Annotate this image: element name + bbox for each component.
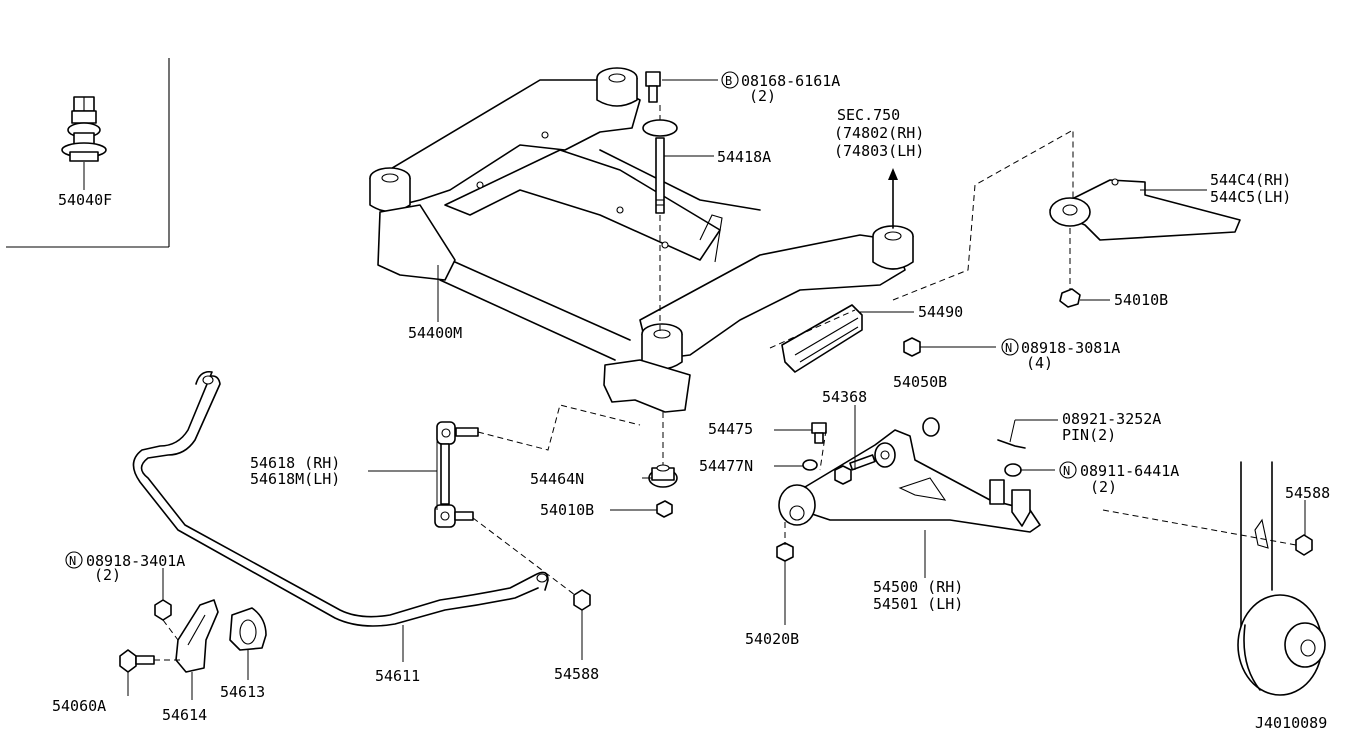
circled-prefix-bolt: B xyxy=(721,71,739,89)
bolt-54475-icon xyxy=(811,422,827,444)
label-clamp: 54614 xyxy=(162,706,207,724)
label-nut-54588-bottom: 54588 xyxy=(554,665,599,683)
label-nut-3401-qty: (2) xyxy=(94,566,121,584)
label-nut-54010b-bottom: 54010B xyxy=(540,501,594,519)
label-sec-lh: (74803(LH) xyxy=(834,142,924,160)
label-bolt-qty: (2) xyxy=(749,87,776,105)
bolt-54368-icon xyxy=(834,454,876,485)
label-pin-part: 08921-3252A xyxy=(1062,410,1161,428)
bolt-54060a-icon xyxy=(119,649,155,673)
label-stabilizer: 54611 xyxy=(375,667,420,685)
label-54050b: 54050B xyxy=(893,373,947,391)
inset-part-label: 54040F xyxy=(58,191,112,209)
bushing-icon xyxy=(229,607,267,651)
label-nut-6441: 08911-6441A xyxy=(1080,462,1179,480)
nut-54010b-bottom-icon xyxy=(656,500,673,518)
svg-text:B: B xyxy=(725,74,732,88)
label-pin-desc: PIN(2) xyxy=(1062,426,1116,444)
label-54588-right: 54588 xyxy=(1285,484,1330,502)
label-bracket-rh: 544C4(RH) xyxy=(1210,171,1291,189)
label-nut-54020b: 54020B xyxy=(745,630,799,648)
nut-54020b-icon xyxy=(776,542,794,562)
stabilizer-link-icon xyxy=(434,421,479,528)
diagram-code: J4010089 xyxy=(1255,714,1327,732)
label-nut-3081-qty: (4) xyxy=(1026,354,1053,372)
clamp-icon xyxy=(175,599,219,673)
label-arm-lh: 54501 (LH) xyxy=(873,595,963,613)
label-link-lh: 54618M(LH) xyxy=(250,470,340,488)
label-bolt-54060a: 54060A xyxy=(52,697,106,715)
bracket-icon xyxy=(1049,178,1241,241)
label-arm-rh: 54500 (RH) xyxy=(873,578,963,596)
label-54475: 54475 xyxy=(708,420,753,438)
inset-bolt-icon xyxy=(61,96,107,190)
dashed-connectors xyxy=(154,105,1297,661)
label-link-rh: 54618 (RH) xyxy=(250,454,340,472)
label-sec-rh: (74802(RH) xyxy=(834,124,924,142)
label-nut-3081: 08918-3081A xyxy=(1021,339,1120,357)
label-nut-6441-qty: (2) xyxy=(1090,478,1117,496)
nut-54588-right-icon xyxy=(1295,534,1313,556)
suspension-member-icon xyxy=(369,67,914,413)
washer-54050b-icon xyxy=(922,417,940,437)
label-bracket-lh: 544C5(LH) xyxy=(1210,188,1291,206)
label-nut-54010b-top: 54010B xyxy=(1114,291,1168,309)
label-54464n: 54464N xyxy=(530,470,584,488)
label-54477n: 54477N xyxy=(699,457,753,475)
wheel-hub-icon xyxy=(1237,461,1326,696)
label-nut-3401: 08918-3401A xyxy=(86,552,185,570)
pin-icon xyxy=(997,439,1026,449)
nut-3081-icon xyxy=(903,337,921,357)
lower-arm-icon xyxy=(778,429,1041,533)
circled-prefix-nut-6441: N xyxy=(1059,461,1077,479)
svg-text:N: N xyxy=(1063,464,1070,478)
nut-3401-icon xyxy=(154,599,172,621)
label-bushing: 54613 xyxy=(220,683,265,701)
svg-text:N: N xyxy=(69,554,76,568)
label-cover: 54490 xyxy=(918,303,963,321)
leader-lines xyxy=(127,79,1306,700)
label-member: 54400M xyxy=(408,324,462,342)
label-sec-title: SEC.750 xyxy=(837,106,900,124)
nut-54588-bottom-icon xyxy=(573,589,591,611)
mount-bolt-icon xyxy=(642,71,678,214)
cover-plate-icon xyxy=(781,304,863,373)
insulator-icon xyxy=(648,464,678,488)
nut-54010b-top-icon xyxy=(1059,288,1081,308)
stabilizer-bar-icon xyxy=(132,370,549,627)
circled-prefix-nut-3401: N xyxy=(65,551,83,569)
circled-prefix-nut-3081: N xyxy=(1001,338,1019,356)
nut-6441-icon xyxy=(1004,463,1022,477)
label-54418a: 54418A xyxy=(717,148,771,166)
nut-54477n-icon xyxy=(802,459,818,471)
inset-box xyxy=(6,58,170,248)
label-bolt: 08168-6161A xyxy=(741,72,840,90)
svg-text:N: N xyxy=(1005,341,1012,355)
label-54368: 54368 xyxy=(822,388,867,406)
